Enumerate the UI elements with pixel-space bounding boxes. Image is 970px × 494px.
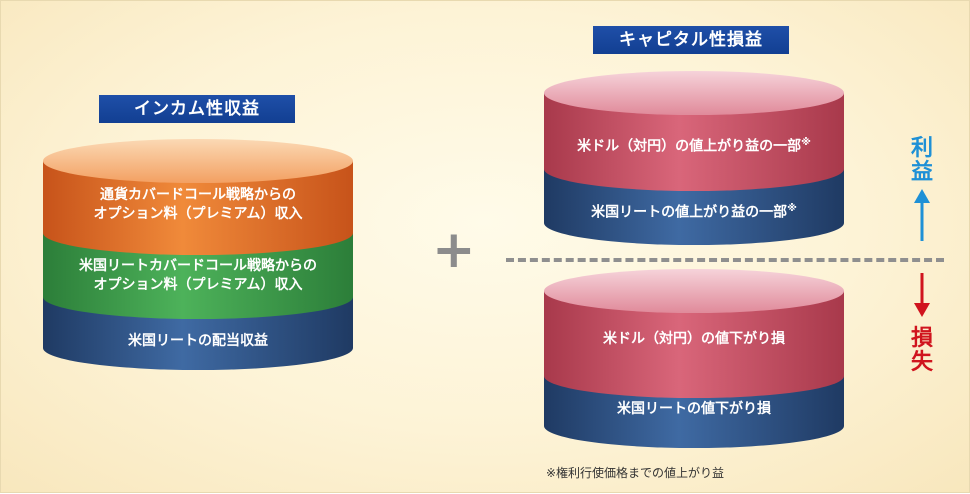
profit-band-reit: 米国リートの値上がり益の一部※ [591, 203, 797, 221]
profit-band-usd: 米ドル（対円）の値上がり益の一部※ [577, 137, 811, 155]
loss-band-usd: 米ドル（対円）の値下がり損 [603, 331, 785, 347]
plus-sign: + [432, 220, 476, 280]
left-band-option-currency: 通貨カバードコール戦略からの オプション料（プレミアム）収入 [93, 187, 303, 222]
profit-loss-divider [506, 258, 944, 262]
profit-cylinder [544, 71, 844, 245]
income-title: インカム性収益 [99, 95, 295, 123]
profit-arrow-icon [914, 189, 930, 241]
footnote: ※権利行使価格までの値上がり益 [546, 466, 725, 480]
left-band-dividend: 米国リートの配当収益 [128, 333, 268, 349]
profit-label: 利益 [910, 136, 933, 185]
loss-band-reit: 米国リートの値下がり損 [617, 401, 771, 417]
loss-cylinder [544, 269, 844, 448]
left-cylinder [43, 139, 353, 370]
loss-label: 損失 [910, 326, 933, 375]
capital-title: キャピタル性損益 [593, 26, 789, 54]
left-band-option-reit: 米国リートカバードコール戦略からの オプション料（プレミアム）収入 [79, 258, 317, 293]
loss-arrow-icon [914, 273, 930, 317]
